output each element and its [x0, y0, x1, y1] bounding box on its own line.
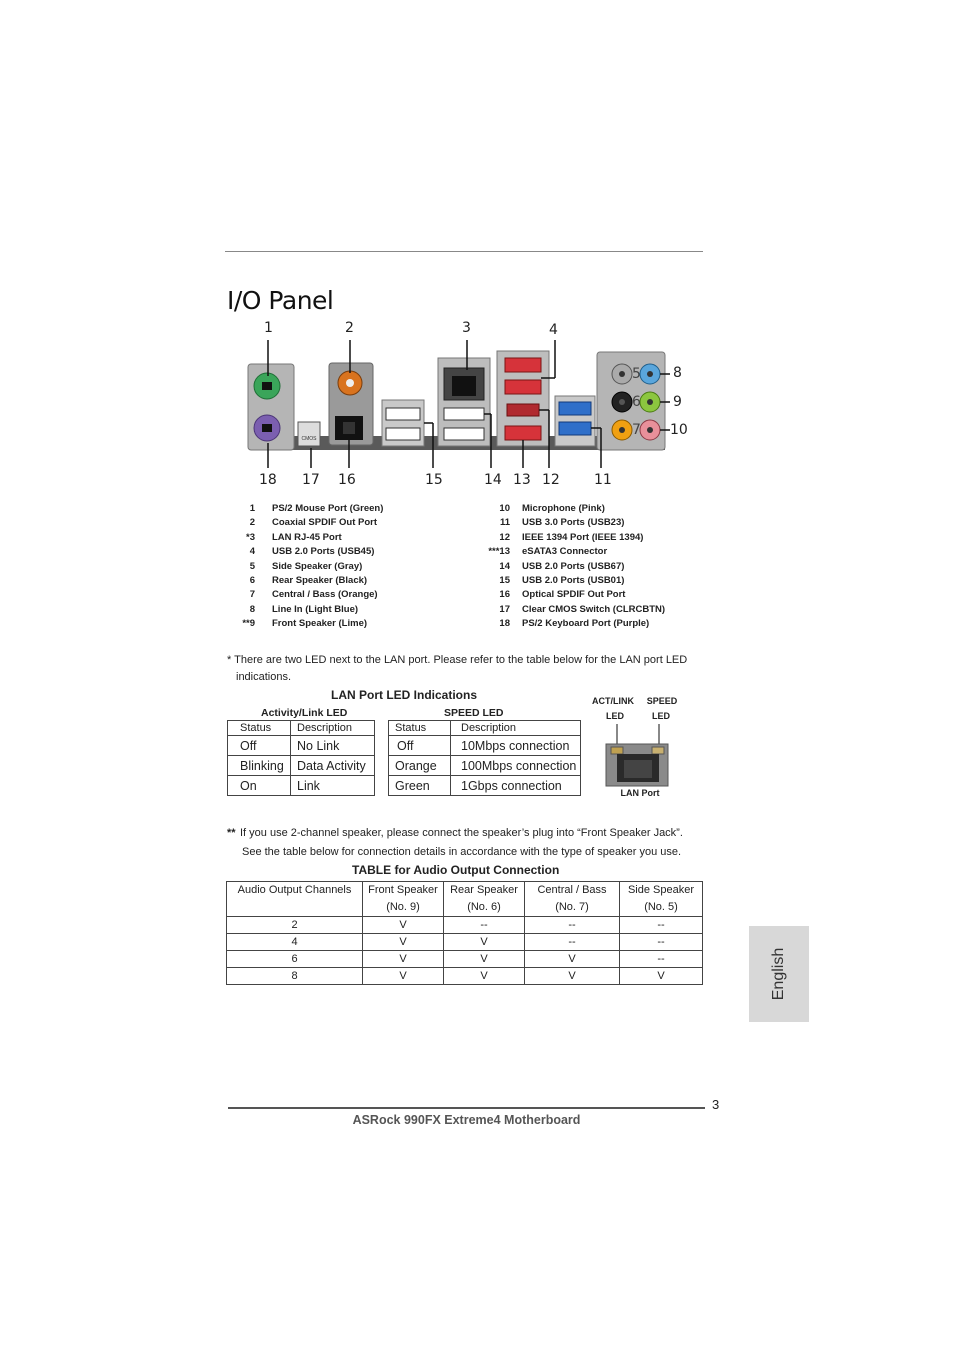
callout-15: 15	[425, 472, 443, 488]
callout-13: 13	[513, 472, 531, 488]
lan-note-line2: indications.	[236, 671, 292, 683]
leader-lines	[267, 340, 670, 468]
callout-14: 14	[484, 472, 502, 488]
esata-1394-usb-stack	[496, 350, 550, 447]
callout-6: 6	[632, 394, 641, 410]
clear-cmos-button: CMOS	[297, 421, 321, 447]
callout-11: 11	[594, 472, 612, 488]
footer-text: ASRock 990FX Extreme4 Motherboard	[352, 1113, 581, 1127]
io-panel-illustration: CMOS	[247, 340, 670, 468]
audio-table-title: TABLE for Audio Output Connection	[352, 863, 560, 877]
act-link-label-2: LED	[606, 711, 624, 721]
speaker-note-line2: See the table below for connection detai…	[242, 846, 682, 858]
callout-5: 5	[632, 366, 641, 382]
act-link-label-1: ACT/LINK	[592, 696, 634, 706]
audio-jacks	[596, 351, 666, 451]
language-tab: English	[749, 926, 809, 1022]
callout-9: 9	[673, 394, 682, 410]
speaker-note-line1: If you use 2-channel speaker, please con…	[240, 827, 683, 839]
spdif-ports	[328, 362, 374, 446]
audio-output-table: Audio Output Channels Front Speaker(No. …	[226, 881, 703, 985]
lan-usb45-ports	[437, 357, 491, 447]
ieee1394-port	[506, 403, 540, 417]
speed-led-title: SPEED LED	[444, 707, 504, 719]
speed-label-1: SPEED	[646, 696, 678, 706]
callout-17: 17	[302, 472, 320, 488]
ps2-ports	[247, 363, 295, 451]
callout-7: 7	[632, 422, 641, 438]
callout-16: 16	[338, 472, 356, 488]
callout-18: 18	[259, 472, 277, 488]
callout-1: 1	[264, 320, 273, 336]
callout-8: 8	[673, 365, 682, 381]
page-title: I/O Panel	[227, 286, 334, 315]
callout-12: 12	[542, 472, 560, 488]
callout-10: 10	[670, 422, 688, 438]
activity-led-title: Activity/Link LED	[261, 707, 348, 719]
cmos-button-text: CMOS	[302, 436, 318, 442]
lan-note-line1: * There are two LED next to the LAN port…	[227, 654, 688, 666]
top-rule	[225, 251, 703, 252]
callout-3: 3	[462, 320, 471, 336]
lan-table-title: LAN Port LED Indications	[331, 688, 478, 702]
page-number: 3	[712, 1097, 720, 1112]
footer-rule	[228, 1107, 705, 1109]
language-tab-label: English	[770, 947, 787, 1001]
usb3-ports	[554, 395, 596, 447]
lan-port-diagram	[605, 724, 669, 787]
speed-label-2: LED	[652, 711, 670, 721]
lan-port-caption: LAN Port	[620, 788, 660, 798]
callout-2: 2	[345, 320, 354, 336]
speaker-note-mark: **	[227, 827, 236, 839]
esata3-port	[504, 425, 542, 441]
callout-4: 4	[549, 322, 558, 338]
usb01-ports	[381, 399, 425, 447]
